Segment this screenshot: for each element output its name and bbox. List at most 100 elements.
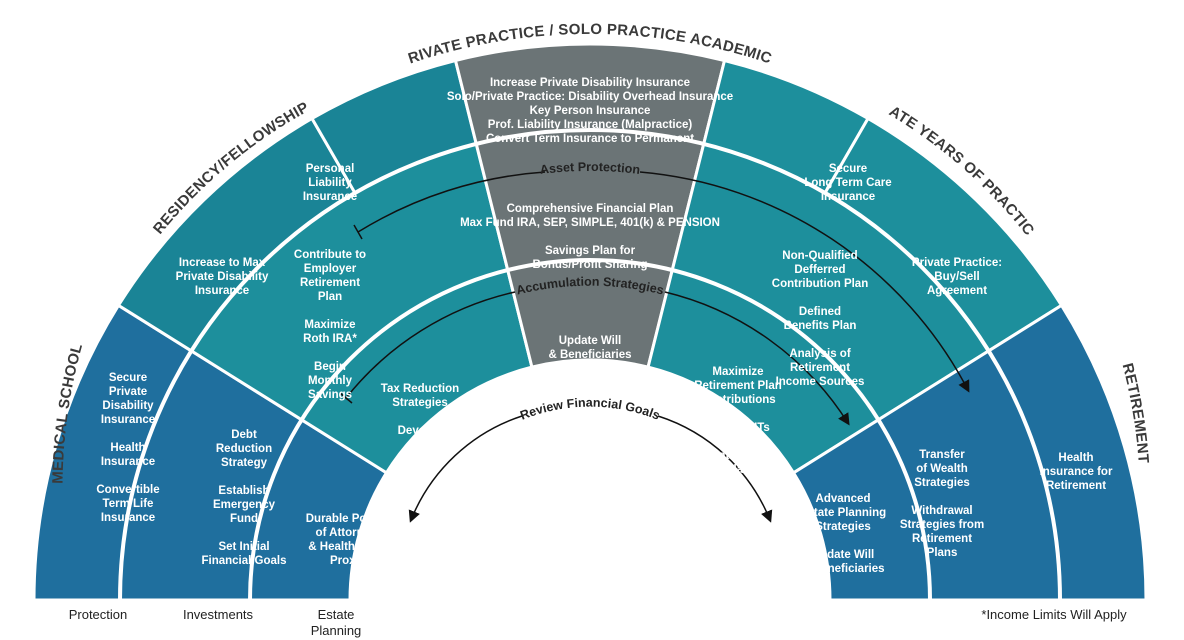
cell-line: Key Person Insurance — [530, 105, 651, 117]
cell-line: Comprehensive Financial Plan — [507, 203, 674, 215]
accumulation-arrow-right — [664, 291, 850, 426]
cell-line: Begin — [314, 361, 346, 373]
cell-line: Advanced — [816, 493, 871, 505]
bottom-label-protection: Protection — [68, 607, 128, 622]
cell-line: Develop — [398, 425, 443, 437]
accumulation-tick — [339, 392, 353, 404]
cell-line: Disability — [102, 400, 154, 412]
cell-line: Establish — [218, 485, 269, 497]
cell-line: Retirement — [912, 533, 972, 545]
cell-line: Personal — [306, 163, 355, 175]
cell-line: Long Term Care — [804, 177, 891, 189]
band-arcs — [118, 128, 1062, 601]
cell-line: Plans — [927, 547, 958, 559]
cell-line: Private Disability — [176, 271, 269, 283]
cell-line: Retirement Plan — [694, 380, 782, 392]
cell-line: & Health Care — [308, 541, 383, 553]
cell-line: Insurance — [195, 285, 249, 297]
cell-line: Insurance — [101, 456, 155, 468]
cell-line: Insurance — [303, 191, 357, 203]
asset-protection-tick — [353, 224, 363, 240]
band-label-review-goals: Review Financial Goals — [518, 396, 662, 423]
cell-line: Set Initial — [218, 541, 269, 553]
asset-protection-arrow-right — [639, 171, 970, 393]
cell-line: of Wealth — [916, 463, 968, 475]
cell-line: Retirement — [1046, 480, 1106, 492]
asset-protection-arrow-left — [357, 171, 546, 233]
cell-line: Savings Plan for — [545, 245, 636, 257]
cell-line: Health — [1058, 452, 1093, 464]
cell-line: Agreement — [927, 285, 987, 297]
cell-line: & Beneficiaries — [801, 563, 884, 575]
cell-line: Contribution Plan — [772, 278, 868, 290]
ring-separator — [248, 258, 932, 601]
cell-line: Employer — [304, 263, 357, 275]
cell-line: Income Sources — [776, 376, 865, 388]
bottom-label-estate-planning: Estate Planning — [310, 607, 362, 638]
cell-line: Benefits Plan — [784, 320, 857, 332]
cell-line: & Beneficiaries — [548, 349, 631, 361]
cell-line: of Attorney — [316, 527, 378, 539]
cell-line: Update Will — [812, 549, 875, 561]
cell-line: Strategies — [815, 521, 871, 533]
cell-line: Secure — [109, 372, 147, 384]
cell-line: Contribute to — [294, 249, 366, 261]
cell-line: Insurance — [101, 414, 155, 426]
cell-line: Plan — [726, 464, 750, 476]
cell-line: Contributions — [700, 394, 775, 406]
cell-line: Insurance — [821, 191, 875, 203]
cell-line: Private Practice: — [912, 257, 1002, 269]
cell-line: Plan — [318, 291, 342, 303]
cell-line: Estate Planning — [800, 507, 886, 519]
cell-line: Defined — [799, 306, 841, 318]
cell-line: Withdrawal — [911, 505, 972, 517]
cell-line: Strategies from — [900, 519, 984, 531]
cell-line: Increase Private Disability Insurance — [490, 77, 690, 89]
cell-line: Retirement — [790, 362, 850, 374]
cell-line: Secure — [829, 163, 867, 175]
ring-separator — [118, 128, 1062, 601]
cell-line: Transfer — [919, 449, 965, 461]
review-goals-arrow-right — [657, 415, 773, 523]
cell-line: Insurance for — [1040, 466, 1113, 478]
cell-line: Fund — [230, 513, 258, 525]
cell-line: Reduction — [216, 443, 272, 455]
cell-line: Convertible — [96, 484, 159, 496]
cell-line: Maximize — [304, 319, 355, 331]
cell-line: Roth IRA* — [303, 333, 357, 345]
cell-line: Emergency — [213, 499, 276, 511]
cell-line: Buy/Sell — [934, 271, 979, 283]
cell-line: Prof. Liability Insurance (Malpractice) — [488, 119, 693, 131]
cell-text-pp-estate: Update Will& Beneficiaries — [548, 335, 631, 361]
cell-line: Trusts/ILITs — [706, 422, 770, 434]
cell-line: Private — [109, 386, 147, 398]
review-goals-arrow-left — [408, 415, 523, 523]
cell-line: Strategies — [392, 397, 448, 409]
band-label-asset-protection: Asset Protection — [539, 160, 641, 177]
cell-line: Analysis of — [789, 348, 851, 360]
footnote-income-limits: *Income Limits Will Apply — [981, 607, 1127, 622]
cell-line: Will — [410, 439, 430, 451]
cell-line: Bonus/Profit Sharing — [533, 259, 648, 271]
cell-line: Retirement — [300, 277, 360, 289]
cell-line: Liability — [308, 177, 352, 189]
cell-line: Health — [110, 442, 145, 454]
cell-line: Debt — [231, 429, 257, 441]
cell-line: Monthly — [308, 375, 353, 387]
cell-line: Increase to Max — [179, 257, 266, 269]
